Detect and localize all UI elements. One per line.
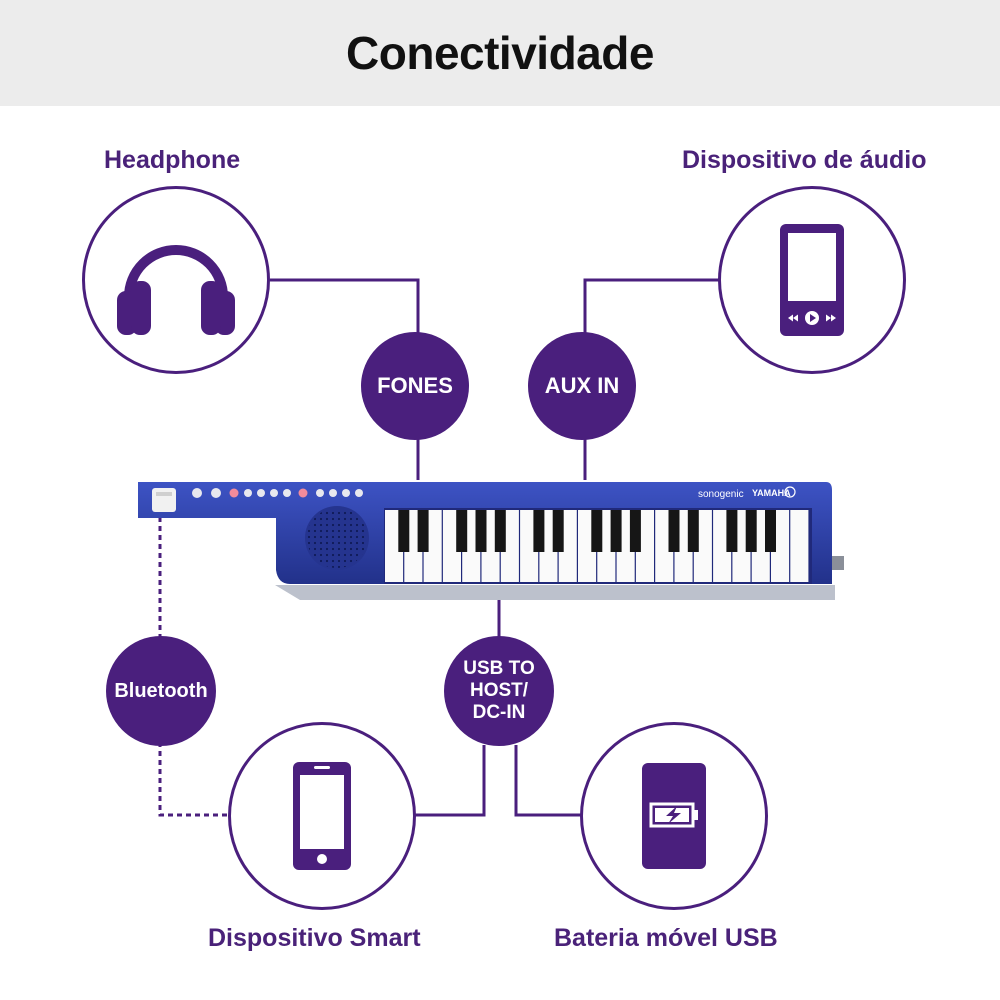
audio-device-label: Dispositivo de áudio — [682, 146, 927, 174]
battery-charging-icon — [642, 763, 706, 869]
headphone-label: Headphone — [104, 146, 241, 174]
black-key — [610, 510, 622, 552]
headphone-circle — [82, 186, 270, 374]
black-key — [668, 510, 680, 552]
usb-battery-connector — [514, 745, 582, 817]
black-key — [591, 510, 603, 552]
black-key — [475, 510, 487, 552]
black-key — [745, 510, 757, 552]
headphones-icon — [117, 245, 235, 335]
black-key — [629, 510, 641, 552]
black-key — [494, 510, 506, 552]
usb-battery-label: Bateria móvel USB — [554, 924, 778, 952]
music-player-icon — [780, 224, 844, 336]
black-key — [687, 510, 699, 552]
audio-device-circle — [718, 186, 906, 374]
bluetooth-badge: Bluetooth — [106, 636, 216, 746]
brand-logo: YAMAHA — [752, 488, 791, 498]
header-bar — [0, 0, 1000, 106]
black-key — [552, 510, 564, 552]
model-logo: sonogenic — [698, 489, 744, 500]
aux-in-port-badge: AUX IN — [528, 332, 636, 440]
page-title: Conectividade — [346, 27, 654, 79]
neck-slider — [152, 488, 176, 512]
black-key — [456, 510, 468, 552]
black-key — [417, 510, 429, 552]
black-keys — [398, 510, 776, 552]
fones-port-badge: FONES — [361, 332, 469, 440]
black-key — [765, 510, 776, 552]
usb-to-host-badge: USB TO HOST/ DC-IN — [444, 636, 554, 746]
smart-device-circle — [228, 722, 416, 910]
usb-battery-circle — [580, 722, 768, 910]
control-buttons — [192, 488, 363, 498]
black-key — [726, 510, 738, 552]
black-key — [533, 510, 545, 552]
black-key — [398, 510, 410, 552]
smartphone-icon — [293, 762, 351, 870]
bluetooth-connector — [158, 517, 228, 817]
smart-device-label: Dispositivo Smart — [208, 924, 421, 952]
white-key — [790, 510, 809, 582]
